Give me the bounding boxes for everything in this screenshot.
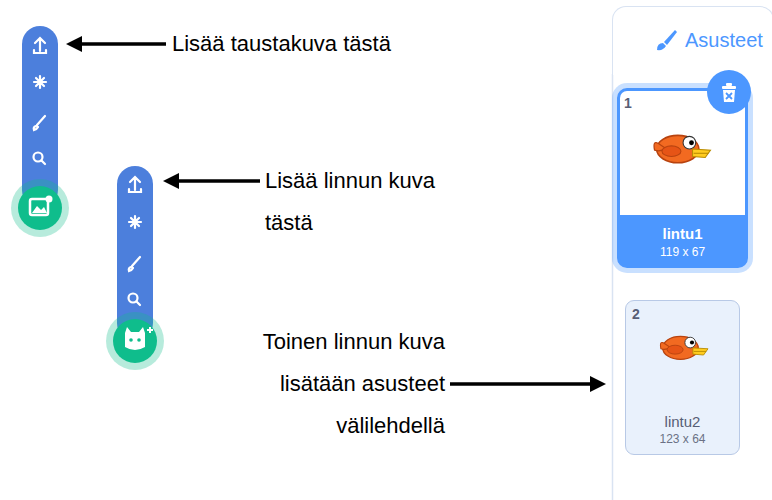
delete-button (706, 69, 752, 115)
costume-size: 123 x 64 (626, 432, 739, 446)
callout-text: Toinen linnun kuva lisätään asusteet väl… (205, 321, 445, 447)
callout-text: Lisää linnun kuva tästä (265, 160, 435, 244)
tab: Asusteet (612, 6, 772, 75)
costume-tile: 2 lintu2 123 x 64 (625, 300, 740, 455)
costume-name: lintu2 (626, 413, 739, 430)
brush-icon (653, 27, 679, 53)
costume-name: lintu1 (620, 225, 745, 242)
brush-icon (653, 27, 679, 53)
costume-number: 1 (624, 95, 632, 111)
tab-title: Asusteet (685, 29, 763, 52)
sprite-menu (106, 166, 164, 370)
delete-button (706, 69, 752, 115)
panel-border (612, 74, 614, 500)
costume-number: 2 (632, 306, 640, 322)
bird-picture (650, 129, 714, 167)
costume-tile: 1 lintu1 119 x 67 (617, 88, 748, 268)
menu-icons (34, 38, 142, 305)
bird-picture (657, 331, 711, 363)
bird-picture (650, 129, 714, 167)
callout-text: Lisää taustakuva tästä (172, 25, 472, 63)
bird-picture (657, 331, 711, 363)
backdrop-menu (11, 26, 69, 237)
costume-size: 119 x 67 (620, 245, 745, 259)
